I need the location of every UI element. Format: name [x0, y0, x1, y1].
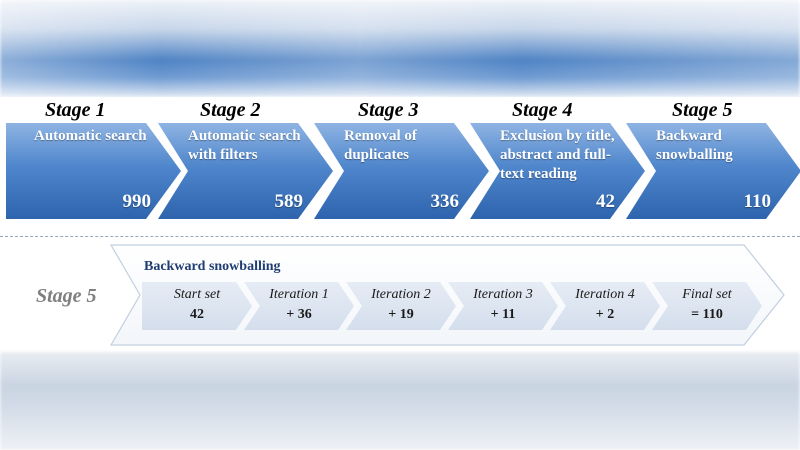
snowball-step-iteration-1: Iteration 1 + 36 — [244, 282, 354, 330]
step-value: + 2 — [595, 307, 615, 322]
step-value: = 110 — [691, 307, 723, 322]
step-value: + 19 — [388, 307, 414, 322]
stage-4-label: Stage 4 — [512, 99, 573, 121]
step-label: Iteration 4 — [575, 287, 635, 302]
blurred-top-band — [0, 0, 800, 97]
snowball-step-iteration-4: Iteration 4 + 2 — [550, 282, 660, 330]
dashed-divider — [0, 236, 800, 237]
snowball-step-iteration-3: Iteration 3 + 11 — [448, 282, 558, 330]
stage-5-count: 110 — [743, 191, 771, 212]
stage-4-count: 42 — [596, 191, 615, 212]
stage-1-count: 990 — [122, 191, 152, 212]
snowballing-panel: Backward snowballing Start set 42 Iterat… — [110, 244, 786, 346]
step-value: + 11 — [490, 307, 516, 322]
diagram-slide: Stage 1 Stage 2 Stage 3 Stage 4 Stage 5 … — [0, 97, 800, 352]
stage-3-count: 336 — [430, 191, 460, 212]
stage-3-chevron: Removal of duplicates 336 — [314, 123, 489, 219]
step-label: Iteration 1 — [269, 287, 329, 302]
stage-2-chevron: Automatic search with filters 589 — [158, 123, 333, 219]
snowball-step-final-set: Final set = 110 — [652, 282, 762, 330]
snowballing-title: Backward snowballing — [144, 259, 281, 274]
stage-3-label: Stage 3 — [358, 99, 419, 121]
stage-1-label: Stage 1 — [45, 99, 106, 121]
step-label: Start set — [173, 287, 221, 302]
blurred-bottom-band — [0, 352, 800, 450]
step-value: + 36 — [286, 307, 312, 322]
step-label: Iteration 2 — [371, 287, 431, 302]
stage-2-count: 589 — [274, 191, 304, 212]
stage-2-label: Stage 2 — [200, 99, 261, 121]
stage-4-chevron: Exclusion by title, abstract and full-te… — [470, 123, 645, 219]
stage-4-description: Exclusion by title, abstract and full-te… — [500, 128, 615, 182]
snowball-step-start: Start set 42 — [142, 282, 252, 330]
stage-3-description: Removal of duplicates — [344, 128, 417, 163]
stage-5-side-label: Stage 5 — [36, 285, 97, 307]
stage-5-label: Stage 5 — [672, 99, 733, 121]
stage-1-chevron: Automatic search 990 — [6, 123, 181, 219]
step-value: 42 — [190, 307, 204, 322]
stage-5-description: Backward snowballing — [656, 128, 733, 163]
stage-1-description: Automatic search — [34, 128, 147, 144]
step-label: Iteration 3 — [473, 287, 533, 302]
stage-5-chevron: Backward snowballing 110 — [626, 123, 800, 219]
stage-2-description: Automatic search with filters — [188, 128, 301, 163]
snowball-step-iteration-2: Iteration 2 + 19 — [346, 282, 456, 330]
step-label: Final set — [682, 287, 732, 302]
